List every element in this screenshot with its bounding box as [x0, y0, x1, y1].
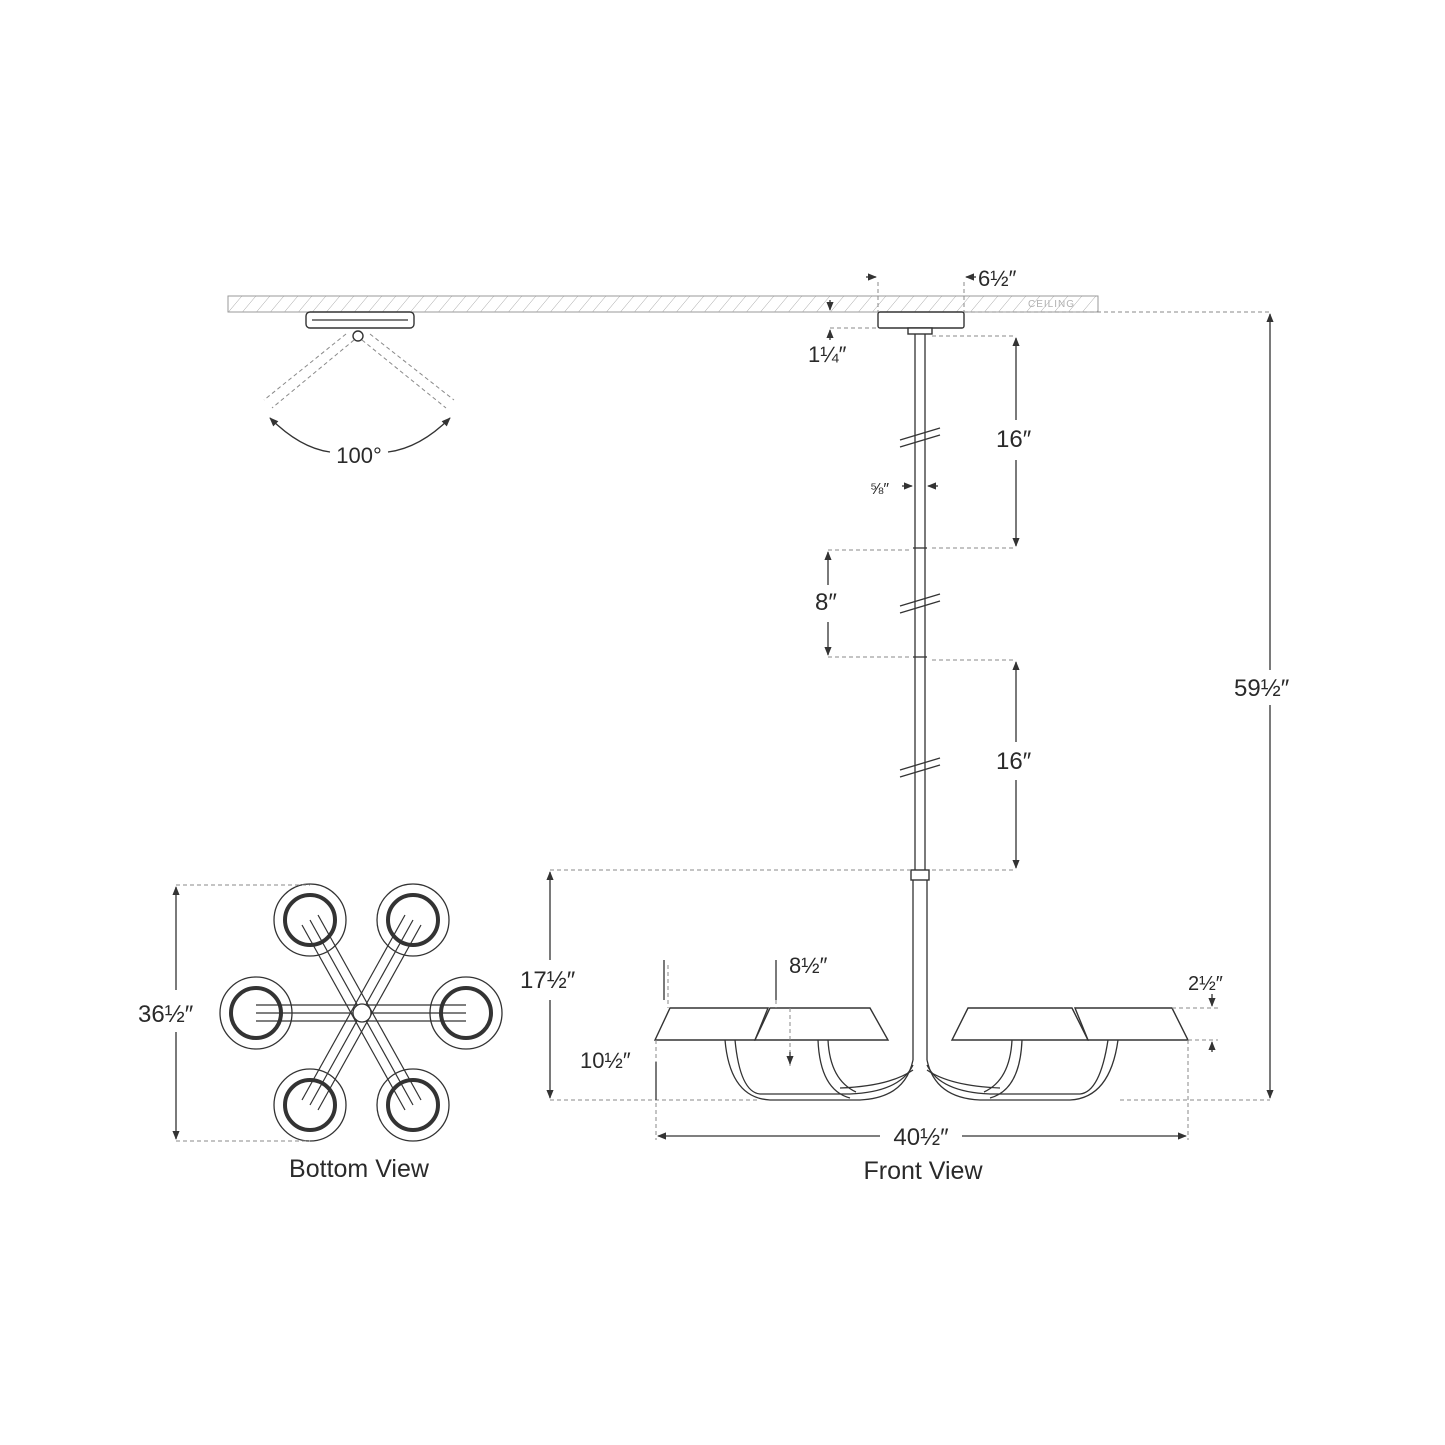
- front-view-label: Front View: [863, 1157, 983, 1185]
- arm-height-label: 10½″: [580, 1048, 631, 1073]
- fixture-height-label: 17½″: [520, 967, 576, 994]
- bottom-view-label: Bottom View: [289, 1155, 430, 1183]
- ceiling: CEILING: [227, 295, 1099, 313]
- canopy-width-label: 6½″: [978, 266, 1017, 291]
- dimension-labels: 6½″ 1¼″ 16″ ⅝″ 8″ 16″ 59½″ 17½″ 8½″ 2½″ …: [138, 266, 1290, 1151]
- canopy-height-label: 1¼″: [808, 342, 847, 367]
- ceiling-label: CEILING: [1028, 299, 1075, 310]
- rod-upper-label: 16″: [996, 426, 1032, 453]
- overall-width-label: 40½″: [893, 1124, 949, 1151]
- dimension-lines: [172, 273, 1274, 1142]
- swivel-canopy-detail: 100°: [263, 311, 455, 468]
- rod-middle-label: 8″: [815, 589, 837, 616]
- rod-lower-label: 16″: [996, 748, 1032, 775]
- front-view: [653, 311, 1190, 1101]
- bottom-diameter-label: 36½″: [138, 1001, 194, 1028]
- swivel-angle-label: 100°: [336, 443, 382, 468]
- shade-spacing-label: 8½″: [789, 953, 828, 978]
- rod-diameter-label: ⅝″: [870, 481, 889, 498]
- overall-height-label: 59½″: [1234, 675, 1290, 702]
- bottom-view: [219, 883, 503, 1142]
- shade-height-label: 2½″: [1188, 973, 1223, 995]
